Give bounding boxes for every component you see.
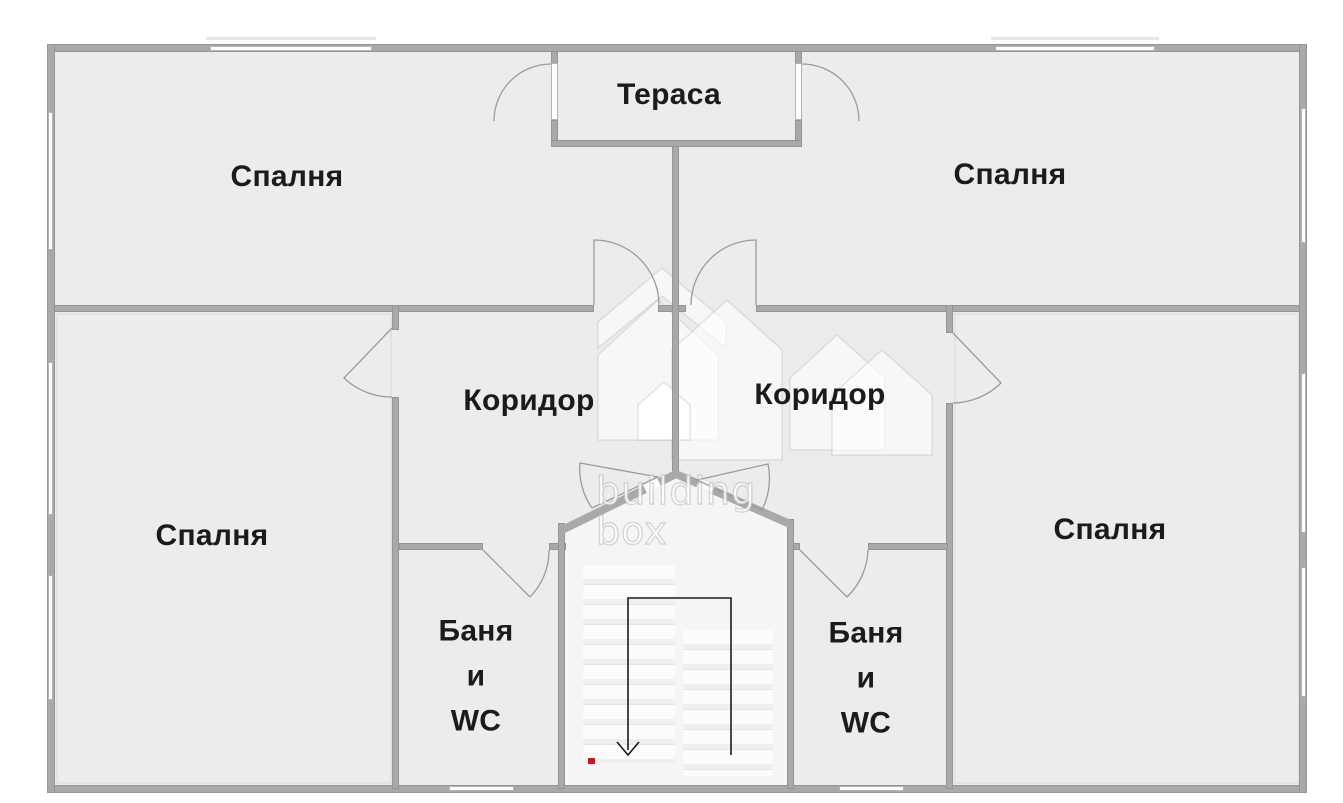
wall-bath-left-top — [399, 543, 483, 550]
wall-mid-horizontal — [756, 305, 1300, 312]
watermark-text-line2: box — [595, 509, 668, 553]
wall-right-divider — [946, 305, 953, 333]
room-label-bedroom-top-right: Спалня — [953, 158, 1067, 191]
wall-exterior-bottom — [47, 785, 1307, 793]
window — [48, 112, 53, 250]
wall-left-divider — [392, 397, 399, 789]
bathroom-label-line: и — [466, 659, 486, 693]
window-sill — [206, 37, 376, 40]
window — [210, 46, 372, 51]
bathroom-label-line: WC — [450, 704, 502, 738]
wall-left-divider — [392, 305, 399, 330]
window-sill — [991, 37, 1159, 40]
window — [1301, 108, 1306, 243]
wall-bath-right-top — [868, 543, 948, 550]
room-label-bedroom-middle-right: Спалня — [1053, 513, 1167, 546]
stair-flight-right — [683, 630, 773, 776]
window — [449, 786, 514, 791]
bathroom-label-line: Баня — [438, 614, 514, 648]
room-label-bedroom-top-left: Спалня — [230, 160, 344, 193]
wall-right-divider — [946, 403, 953, 789]
watermark-text-line1: building — [595, 469, 757, 513]
window — [1301, 567, 1306, 697]
room-label-corridor-right: Коридор — [754, 378, 886, 411]
window — [995, 46, 1155, 51]
terrace-door-opening-right — [795, 63, 802, 120]
wall-terrace-bottom — [551, 140, 802, 147]
bathroom-label-line: Баня — [828, 616, 904, 650]
room-inner-outline — [56, 313, 392, 784]
window — [48, 575, 53, 700]
bathroom-label-line: и — [856, 661, 876, 695]
room-label-bathroom-left: Баня и WC — [438, 609, 513, 744]
room-label-bedroom-middle-left: Спалня — [155, 519, 269, 552]
bathroom-label-line: WC — [840, 706, 892, 740]
window — [1301, 373, 1306, 533]
room-inner-outline — [954, 313, 1300, 784]
wall-central-vertical — [672, 146, 679, 476]
wall-stairwell-left — [558, 523, 565, 789]
red-marker — [588, 758, 595, 764]
stair-flight-left — [583, 565, 675, 763]
room-label-bathroom-right: Баня и WC — [828, 611, 903, 746]
room-label-corridor-left: Коридор — [463, 384, 595, 417]
wall-stairwell-right — [787, 519, 794, 789]
terrace-door-opening-left — [551, 63, 558, 120]
window — [839, 786, 904, 791]
wall-mid-horizontal — [54, 305, 594, 312]
room-label-terrace: Тераса — [616, 78, 722, 111]
window — [48, 362, 53, 515]
